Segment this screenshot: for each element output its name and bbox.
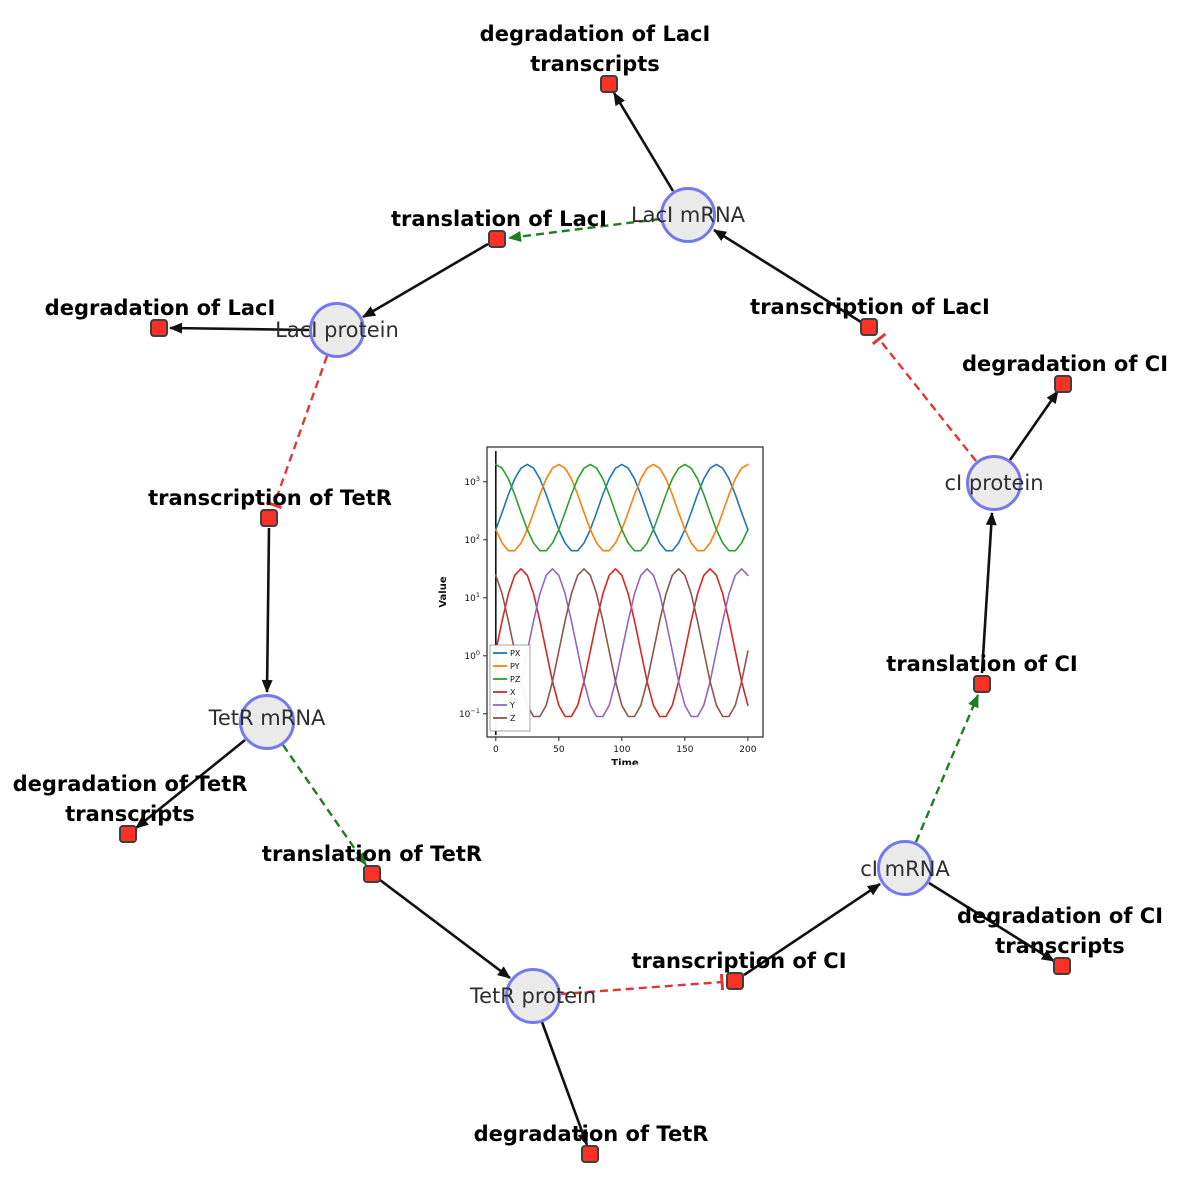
species-label-ci-mrna: cI mRNA <box>860 857 950 881</box>
svg-text:150: 150 <box>676 745 693 755</box>
species-node-laci-protein[interactable] <box>309 302 365 358</box>
svg-text:PZ: PZ <box>510 675 521 684</box>
reaction-label-degradation-of-laci: degradation of LacI <box>44 296 276 320</box>
edge-laci-mrna-to-degradation-of-laci-transcripts <box>612 92 675 192</box>
species-label-laci-mrna: LacI mRNA <box>630 203 746 227</box>
reaction-label-degradation-of-ci-transcripts: degradation of CI transcripts <box>956 904 1164 959</box>
reaction-label-degradation-of-ci: degradation of CI <box>961 352 1169 376</box>
svg-text:Y: Y <box>509 701 515 710</box>
species-label-laci-protein: LacI protein <box>275 318 399 342</box>
svg-text:102: 102 <box>464 533 480 546</box>
reaction-node-degradation-of-ci[interactable] <box>1054 375 1072 393</box>
reaction-label-transcription-of-ci: transcription of CI <box>631 949 847 973</box>
reaction-label-translation-of-tetr: translation of TetR <box>261 842 483 866</box>
edge-transcription-of-laci-to-laci-mrna <box>713 228 862 324</box>
edge-translation-of-tetr-to-tetr-protein <box>379 878 511 980</box>
species-node-tetr-mrna[interactable] <box>239 694 295 750</box>
reaction-node-transcription-of-laci[interactable] <box>860 318 878 336</box>
reaction-node-degradation-of-ci-transcripts[interactable] <box>1053 957 1071 975</box>
species-node-ci-protein[interactable] <box>966 455 1022 511</box>
svg-text:Value: Value <box>438 576 449 607</box>
reaction-label-translation-of-laci: translation of LacI <box>391 207 607 231</box>
edge-ci-mrna-to-degradation-of-ci-transcripts <box>928 881 1055 963</box>
svg-text:Time: Time <box>611 758 639 765</box>
reaction-node-transcription-of-ci[interactable] <box>726 972 744 990</box>
species-node-tetr-protein[interactable] <box>505 968 561 1024</box>
svg-text:PY: PY <box>510 662 520 671</box>
edge-tetr-protein-to-degradation-of-tetr <box>540 1021 589 1146</box>
species-node-ci-mrna[interactable] <box>877 840 933 896</box>
reaction-node-translation-of-tetr[interactable] <box>363 865 381 883</box>
reaction-label-degradation-of-laci-transcripts: degradation of LacI transcripts <box>479 22 711 77</box>
svg-text:101: 101 <box>464 591 480 604</box>
edge-tetr-mrna-activates-translation-of-tetr <box>282 744 367 866</box>
edge-translation-of-ci-to-ci-protein <box>980 512 997 674</box>
svg-text:200: 200 <box>739 745 756 755</box>
edge-tetr-protein-inhibits-transcription-of-ci <box>560 973 725 996</box>
reaction-label-degradation-of-tetr: degradation of TetR <box>473 1122 709 1146</box>
species-label-tetr-mrna: TetR mRNA <box>208 706 326 730</box>
reaction-node-degradation-of-tetr-transcripts[interactable] <box>119 825 137 843</box>
edge-laci-protein-inhibits-transcription-of-tetr <box>265 355 329 510</box>
edge-laci-protein-to-degradation-of-laci <box>169 322 310 334</box>
reaction-label-transcription-of-tetr: transcription of TetR <box>148 486 392 510</box>
edge-transcription-of-ci-to-ci-mrna <box>743 882 881 977</box>
svg-text:50: 50 <box>553 745 565 755</box>
svg-text:0: 0 <box>493 745 499 755</box>
species-label-tetr-protein: TetR protein <box>469 984 597 1008</box>
svg-text:PX: PX <box>510 649 521 658</box>
species-node-laci-mrna[interactable] <box>660 187 716 243</box>
edge-transcription-of-tetr-to-tetr-mrna <box>261 527 273 693</box>
svg-text:100: 100 <box>464 649 480 662</box>
reaction-label-translation-of-ci: translation of CI <box>886 652 1078 676</box>
reaction-node-degradation-of-laci-transcripts[interactable] <box>600 75 618 93</box>
svg-text:Z: Z <box>510 714 516 723</box>
reaction-node-degradation-of-tetr[interactable] <box>581 1145 599 1163</box>
svg-text:100: 100 <box>613 745 630 755</box>
reaction-label-degradation-of-tetr-transcripts: degradation of TetR transcripts <box>12 772 248 827</box>
edge-tetr-mrna-to-degradation-of-tetr-transcripts <box>135 738 246 830</box>
edge-translation-of-laci-to-laci-protein <box>362 242 489 319</box>
reaction-node-transcription-of-tetr[interactable] <box>260 509 278 527</box>
edge-ci-mrna-activates-translation-of-ci <box>914 694 980 843</box>
reaction-node-translation-of-laci[interactable] <box>488 230 506 248</box>
species-label-ci-protein: cI protein <box>944 471 1044 495</box>
svg-text:10−1: 10−1 <box>459 707 480 720</box>
reaction-node-degradation-of-laci[interactable] <box>150 319 168 337</box>
reaction-node-translation-of-ci[interactable] <box>973 675 991 693</box>
svg-text:103: 103 <box>464 475 480 488</box>
edge-ci-protein-to-degradation-of-ci <box>1008 390 1060 461</box>
reaction-label-transcription-of-laci: transcription of LacI <box>750 295 990 319</box>
svg-text:X: X <box>510 688 516 697</box>
